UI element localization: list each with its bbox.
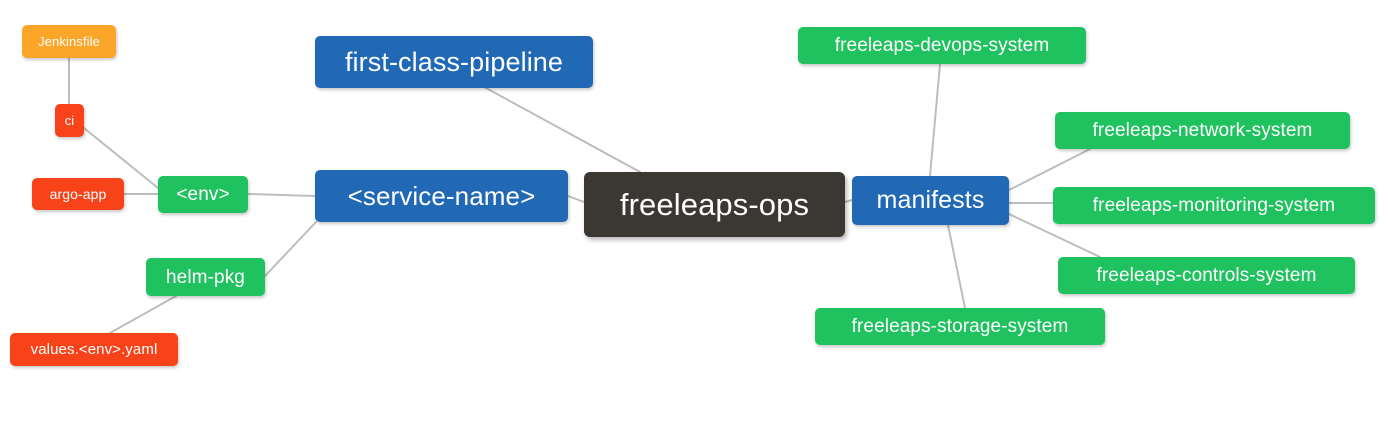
mindmap-node-first-class-pipeline[interactable]: first-class-pipeline (315, 36, 593, 88)
mindmap-node-freeleaps-monitoring-system[interactable]: freeleaps-monitoring-system (1053, 187, 1375, 224)
mindmap-node-helm-pkg[interactable]: helm-pkg (146, 258, 265, 296)
mindmap-node-env[interactable]: <env> (158, 176, 248, 213)
edge-helm-pkg-to-values-yaml (109, 295, 177, 334)
edge-manifests-to-freeleaps-network-system (1008, 148, 1091, 191)
mindmap-node-freeleaps-controls-system[interactable]: freeleaps-controls-system (1058, 257, 1355, 294)
edge-manifests-to-freeleaps-storage-system (947, 224, 966, 309)
edge-service-name-to-freeleaps-ops (567, 195, 585, 203)
edge-freeleaps-ops-to-manifests (844, 199, 853, 203)
mindmap-node-freeleaps-network-system[interactable]: freeleaps-network-system (1055, 112, 1350, 149)
mindmap-node-jenkinsfile[interactable]: Jenkinsfile (22, 25, 116, 58)
edge-env-to-service-name (247, 193, 316, 197)
edge-manifests-to-freeleaps-devops-system (929, 63, 941, 177)
mindmap-node-values-yaml[interactable]: values.<env>.yaml (10, 333, 178, 366)
mindmap-node-manifests[interactable]: manifests (852, 176, 1009, 225)
edge-first-class-pipeline-to-freeleaps-ops (485, 87, 641, 173)
mindmap-node-argo-app[interactable]: argo-app (32, 178, 124, 210)
edge-service-name-to-helm-pkg (264, 221, 317, 277)
mindmap-node-freeleaps-storage-system[interactable]: freeleaps-storage-system (815, 308, 1105, 345)
mindmap-node-service-name[interactable]: <service-name> (315, 170, 568, 222)
mindmap-node-freeleaps-ops[interactable]: freeleaps-ops (584, 172, 845, 237)
mindmap-node-ci[interactable]: ci (55, 104, 84, 137)
mindmap-node-freeleaps-devops-system[interactable]: freeleaps-devops-system (798, 27, 1086, 64)
